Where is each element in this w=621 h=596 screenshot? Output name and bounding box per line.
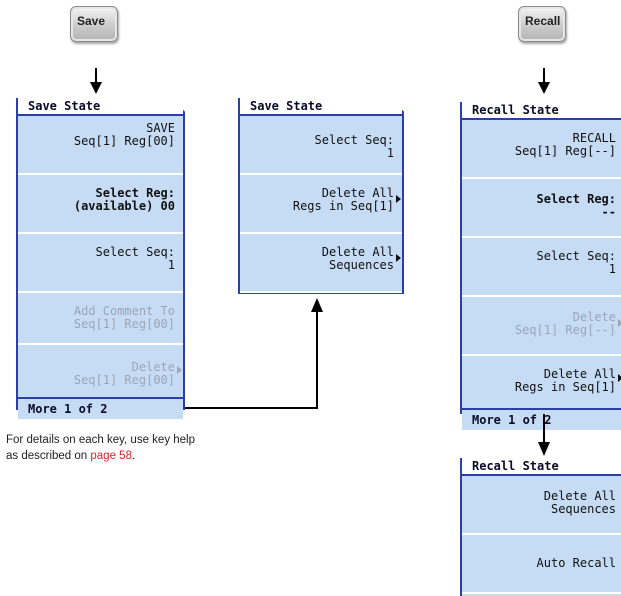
key-label: Auto Recall [536,556,616,570]
submenu-arrow-icon [618,374,621,382]
menu-title: Recall State [462,102,621,120]
key-label: (available) 00 [73,199,175,213]
key-label: Select Seq: [536,249,616,263]
menu-title: Save State [18,98,185,116]
key-label: Delete All [321,245,394,259]
key-label: 1 [167,258,175,272]
caption-line: For details on each key, use key help [6,434,196,446]
caption-text-part: as described on [6,450,91,462]
arrow-down-icon [538,82,550,94]
key-label: Delete [572,310,616,324]
more-softkey[interactable]: More 1 of 2 [18,397,183,419]
menu-title: Save State [240,98,404,116]
key-label: Select Seq: [95,245,175,259]
page-link[interactable]: page 58 [90,450,132,462]
caption-text-part: . [131,450,136,462]
recall-state-menu-page2: Recall State Delete All Sequences Auto R… [460,458,621,596]
key-label: Sequences [328,258,394,272]
connector-line [316,310,318,409]
select-seq-softkey[interactable]: Select Seq: 1 [18,234,183,293]
key-label: Seq[1] Reg[00] [73,317,175,331]
key-label: Seq[1] Reg[--] [514,323,616,337]
connector-line [543,68,545,86]
delete-all-regs-softkey[interactable]: Delete All Regs in Seq[1] [462,356,621,408]
connector-line [543,414,545,444]
delete-all-sequences-softkey[interactable]: Delete All Sequences [240,234,402,293]
key-label: Add Comment To [73,304,175,318]
key-label: Regs in Seq[1] [514,380,616,394]
key-label: Delete All [543,489,616,503]
key-label: Delete All [543,367,616,381]
save-state-menu-page2: Save State Select Seq: 1 Delete All Regs… [238,98,404,294]
delete-all-sequences-softkey[interactable]: Delete All Sequences [462,476,621,535]
select-reg-softkey[interactable]: Select Reg: (available) 00 [18,175,183,234]
save-state-menu: Save State SAVE Seq[1] Reg[00] Select Re… [16,98,185,419]
key-label: Sequences [550,502,616,516]
key-label: Regs in Seq[1] [292,199,394,213]
key-label: Seq[1] Reg[--] [514,144,616,158]
save-hardkey[interactable]: Save [70,6,118,42]
key-label: SAVE [146,121,175,135]
key-label: -- [601,205,616,219]
key-label: RECALL [572,131,616,145]
submenu-arrow-icon [396,254,401,262]
connector-line [185,407,318,409]
recall-softkey[interactable]: RECALL Seq[1] Reg[--] [462,120,621,179]
delete-all-regs-softkey[interactable]: Delete All Regs in Seq[1] [240,175,402,234]
submenu-arrow-icon [177,366,182,374]
select-seq-softkey[interactable]: Select Seq: 1 [462,238,621,297]
caption-text: For details on each key, use key help as… [6,432,195,464]
arrow-up-icon [311,298,323,312]
delete-softkey[interactable]: Delete Seq[1] Reg[00] [18,345,183,397]
key-label: Seq[1] Reg[00] [73,373,175,387]
submenu-arrow-icon [396,195,401,203]
key-label: 1 [386,146,394,160]
caption-line: as described on page 58. [6,448,195,464]
key-label: Delete [131,360,175,374]
more-softkey[interactable]: More 1 of 2 [462,408,621,430]
key-label: Select Reg: [95,186,175,200]
select-reg-softkey[interactable]: Select Reg: -- [462,179,621,238]
auto-recall-softkey[interactable]: Auto Recall [462,535,621,594]
key-label: Delete All [321,186,394,200]
key-label: Select Reg: [536,192,616,206]
recall-state-menu: Recall State RECALL Seq[1] Reg[--] Selec… [460,102,621,430]
save-softkey[interactable]: SAVE Seq[1] Reg[00] [18,116,183,175]
arrow-down-icon [538,442,550,456]
recall-hardkey[interactable]: Recall [518,6,566,42]
add-comment-softkey[interactable]: Add Comment To Seq[1] Reg[00] [18,293,183,345]
key-label: 1 [608,262,616,276]
delete-softkey[interactable]: Delete Seq[1] Reg[--] [462,297,621,356]
key-label: Select Seq: [314,133,394,147]
connector-line [95,68,97,86]
key-label: Seq[1] Reg[00] [73,134,175,148]
arrow-down-icon [90,82,102,94]
menu-title: Recall State [462,458,621,476]
select-seq-softkey[interactable]: Select Seq: 1 [240,116,402,175]
submenu-arrow-icon [618,319,621,327]
